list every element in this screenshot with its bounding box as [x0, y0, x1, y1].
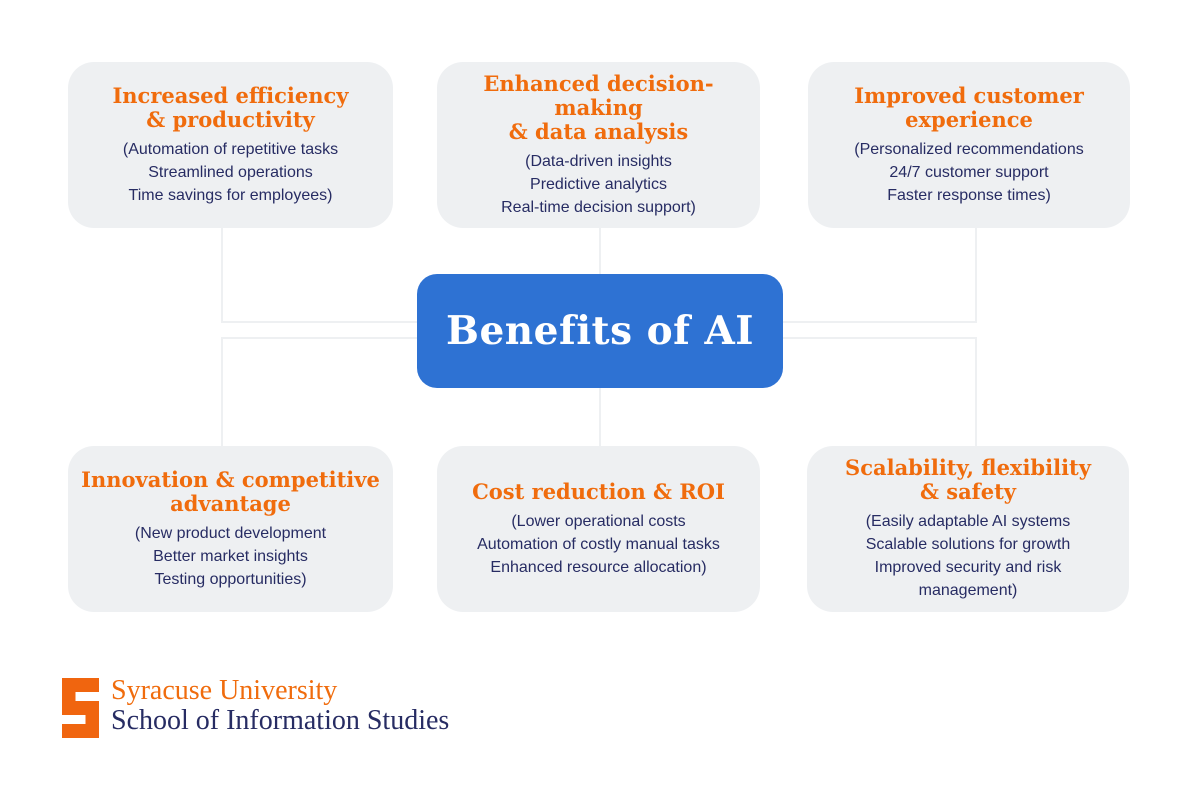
benefit-title: Increased efficiency & productivity [112, 82, 349, 132]
benefit-title: Cost reduction & ROI [472, 478, 725, 504]
footer-text: Syracuse University School of Informatio… [111, 676, 449, 736]
syracuse-footer-logo: Syracuse University School of Informatio… [62, 676, 449, 738]
connector-top-center-vertical [599, 228, 601, 274]
benefit-box-cost-reduction-roi: Cost reduction & ROI (Lower operational … [437, 446, 760, 612]
benefit-box-increased-efficiency: Increased efficiency & productivity (Aut… [68, 62, 393, 228]
benefit-details: (Personalized recommendations 24/7 custo… [854, 140, 1084, 204]
connector-bottom-right-vertical [975, 337, 977, 446]
connector-bottom-left-vertical [221, 337, 223, 446]
connector-bottom-center-vertical [599, 388, 601, 446]
center-title-card: Benefits of AI [417, 274, 783, 388]
syracuse-block-s-icon [62, 678, 99, 738]
benefit-title: Scalability, flexibility & safety [845, 455, 1091, 504]
org-name: Syracuse University [111, 675, 338, 706]
connector-top-right-horizontal [783, 321, 977, 323]
connector-top-left-vertical [221, 228, 223, 323]
diagram-title: Benefits of AI [446, 308, 754, 354]
org-division: School of Information Studies [111, 705, 450, 736]
connector-bottom-left-horizontal [221, 337, 417, 339]
connector-top-right-vertical [975, 228, 977, 323]
connector-top-left-horizontal [221, 321, 417, 323]
benefit-box-innovation-competitive-advantage: Innovation & competitive advantage (New … [68, 446, 393, 612]
benefit-details: (Data-driven insights Predictive analyti… [501, 152, 696, 216]
benefit-details: (Easily adaptable AI systems Scalable so… [865, 513, 1071, 599]
benefit-details: (New product development Better market i… [134, 524, 327, 588]
benefit-details: (Automation of repetitive tasks Streamli… [122, 140, 339, 204]
benefit-title: Innovation & competitive advantage [81, 466, 380, 516]
benefit-details: (Lower operational costs Automation of c… [477, 512, 720, 576]
benefit-box-scalability-flexibility-safety: Scalability, flexibility & safety (Easil… [807, 446, 1129, 612]
benefit-title: Improved customer experience [854, 82, 1084, 132]
benefit-box-improved-customer-experience: Improved customer experience (Personaliz… [808, 62, 1130, 228]
connector-bottom-right-horizontal [783, 337, 977, 339]
benefit-title: Enhanced decision-making & data analysis [483, 70, 714, 144]
benefit-box-enhanced-decision-making: Enhanced decision-making & data analysis… [437, 62, 760, 228]
